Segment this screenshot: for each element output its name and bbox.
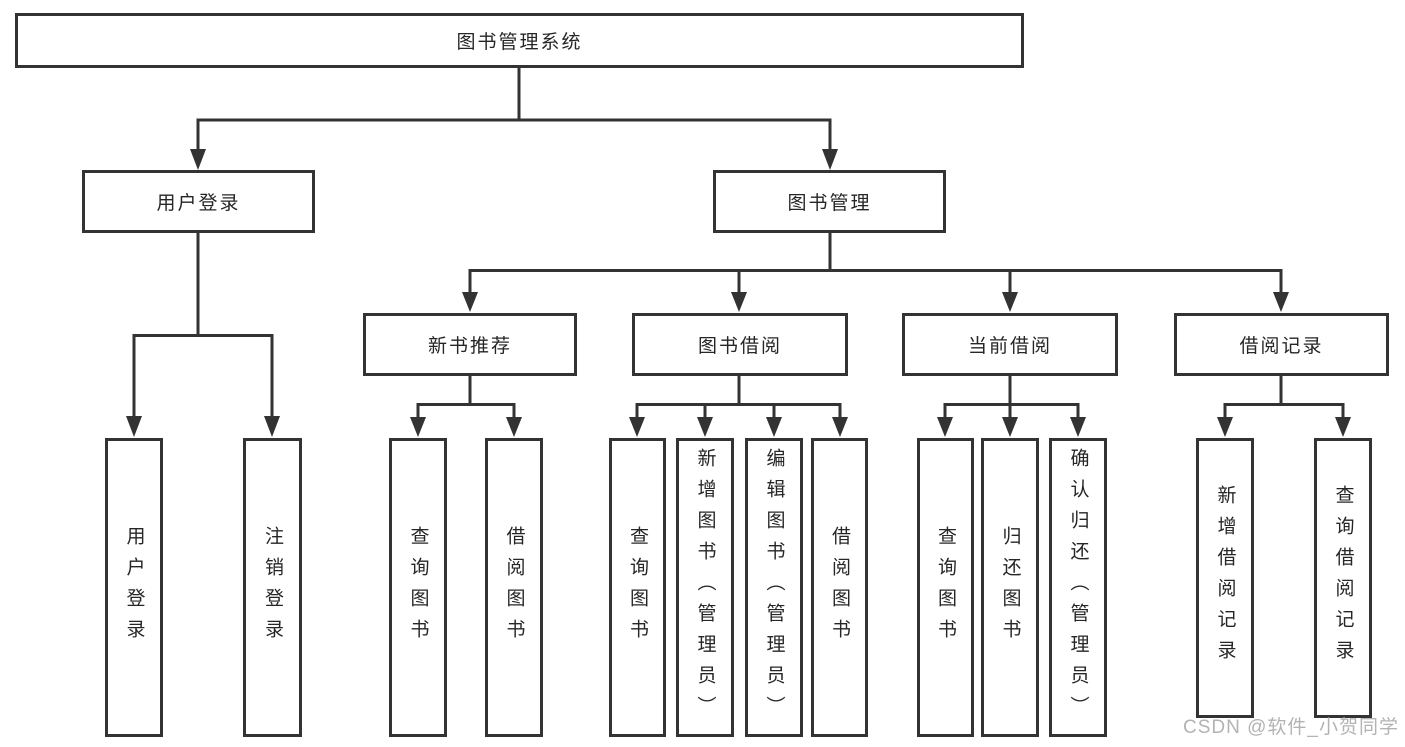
- leaf-bb-add-book-admin: 新增图书（管理员）: [676, 438, 734, 737]
- leaf-nbr-borrow-book: 借阅图书: [485, 438, 543, 737]
- leaf-logout-login: 注销登录: [243, 438, 302, 737]
- leaf-cb-return-book: 归还图书: [981, 438, 1039, 737]
- leaf-nbr-query-book: 查询图书: [389, 438, 447, 737]
- connector-new-book-recommend: [410, 376, 522, 437]
- connector-book-borrow: [629, 376, 848, 437]
- leaf-bb-edit-book-admin: 编辑图书（管理员）: [745, 438, 803, 737]
- leaf-bb-query-book: 查询图书: [609, 438, 666, 737]
- node-root: 图书管理系统: [15, 13, 1024, 68]
- connector-root: [190, 68, 838, 170]
- leaf-cb-query-book: 查询图书: [917, 438, 974, 737]
- leaf-user-login: 用户登录: [105, 438, 163, 737]
- leaf-cb-confirm-return-admin: 确认归还（管理员）: [1049, 438, 1107, 737]
- leaf-bb-borrow-book: 借阅图书: [811, 438, 868, 737]
- connector-current-borrow: [937, 376, 1086, 437]
- node-new-book-recommend: 新书推荐: [363, 313, 577, 376]
- leaf-br-query-record: 查询借阅记录: [1314, 438, 1372, 718]
- connector-book-management: [462, 233, 1289, 312]
- node-book-management: 图书管理: [713, 170, 946, 233]
- watermark: CSDN @软件_小贺同学: [1183, 717, 1399, 738]
- node-borrow-records: 借阅记录: [1174, 313, 1389, 376]
- connector-borrow-records: [1217, 376, 1351, 437]
- node-book-borrow: 图书借阅: [632, 313, 848, 376]
- leaf-br-add-record: 新增借阅记录: [1196, 438, 1254, 718]
- connector-user-login: [126, 233, 280, 437]
- node-current-borrow: 当前借阅: [902, 313, 1118, 376]
- node-user-login: 用户登录: [82, 170, 315, 233]
